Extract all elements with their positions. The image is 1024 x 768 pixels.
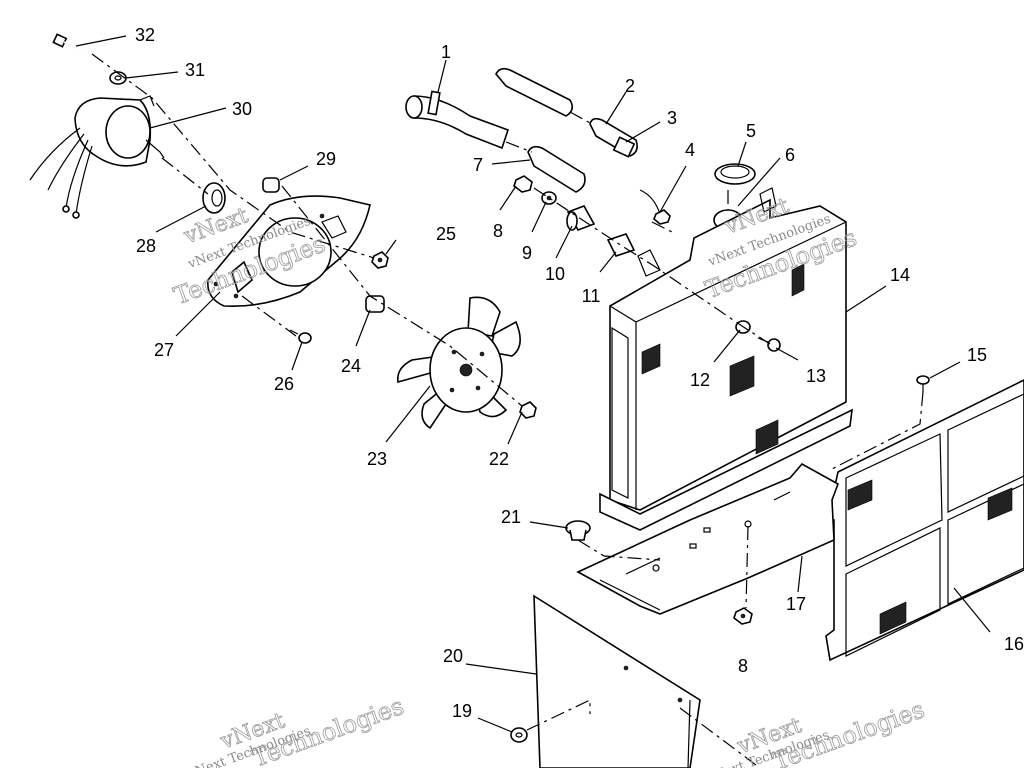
callout-32: 32 (135, 25, 155, 45)
callout-7: 7 (473, 155, 483, 175)
callout-20: 20 (443, 646, 463, 666)
callout-24: 24 (341, 356, 361, 376)
part-21-bumper (565, 520, 591, 541)
part-9-washer (541, 191, 557, 205)
callout-23: 23 (367, 449, 387, 469)
callout-11: 11 (582, 286, 601, 306)
callout-17: 17 (786, 594, 806, 614)
callout-2: 2 (625, 76, 635, 96)
part-14-radiator (599, 187, 853, 531)
watermark-bottom-right: vNext vNext Technologies Technologies (704, 695, 928, 768)
part-23-fan-blade (396, 296, 521, 430)
watermark-bottom-left: vNext vNext Technologies Technologies (185, 692, 408, 768)
part-3-hose-clamp (589, 117, 638, 158)
part-24-bushing (365, 295, 385, 313)
callout-3: 3 (667, 108, 677, 128)
part-4-fitting (639, 189, 671, 225)
callout-10: 10 (545, 264, 565, 284)
callout-12: 12 (690, 370, 710, 390)
part-1-upper-hose (405, 90, 510, 150)
part-16-grille-panel (825, 379, 1024, 662)
part-28-grommet (202, 182, 226, 214)
callout-labels: 1 2 3 4 5 6 7 8 9 10 11 12 13 14 15 16 1… (135, 25, 1024, 721)
part-8-nut (513, 175, 533, 193)
callout-1: 1 (441, 42, 451, 62)
callout-8: 8 (493, 221, 503, 241)
assembly-centerlines (91, 53, 924, 768)
part-8-lower-nut (733, 607, 753, 625)
callout-13: 13 (806, 366, 826, 386)
callout-31: 31 (185, 60, 205, 80)
part-26-screw (289, 329, 312, 344)
part-7-hose (527, 145, 586, 193)
part-5-radiator-cap (714, 163, 756, 185)
callout-14: 14 (890, 265, 910, 285)
part-2-hose (495, 67, 574, 117)
part-27-fan-bracket (207, 195, 371, 308)
callout-19: 19 (452, 701, 472, 721)
callout-5: 5 (746, 121, 756, 141)
part-29-spacer (262, 177, 280, 193)
part-19-washer (510, 727, 528, 743)
callout-29: 29 (316, 149, 336, 169)
callout-16: 16 (1004, 634, 1024, 654)
part-17-tray (576, 462, 839, 615)
part-20-side-panel (533, 594, 701, 768)
part-10-bushing (566, 205, 596, 231)
callout-6: 6 (785, 145, 795, 165)
part-15-screw (916, 375, 930, 392)
callout-4: 4 (685, 140, 695, 160)
part-25-nut (371, 251, 389, 269)
part-11-bushing (606, 233, 636, 257)
callout-22: 22 (489, 449, 509, 469)
callout-25: 25 (436, 224, 456, 244)
callout-27: 27 (154, 340, 174, 360)
part-30-fan-motor (29, 95, 165, 219)
callout-8-lower: 8 (738, 656, 748, 676)
callout-26: 26 (274, 374, 294, 394)
part-22-nut (519, 401, 537, 419)
callout-15: 15 (967, 345, 987, 365)
callout-30: 30 (232, 99, 252, 119)
callout-28: 28 (136, 236, 156, 256)
leader-lines (75, 35, 991, 733)
callout-9: 9 (522, 243, 532, 263)
part-32-bolt (52, 33, 93, 55)
callout-21: 21 (501, 507, 521, 527)
